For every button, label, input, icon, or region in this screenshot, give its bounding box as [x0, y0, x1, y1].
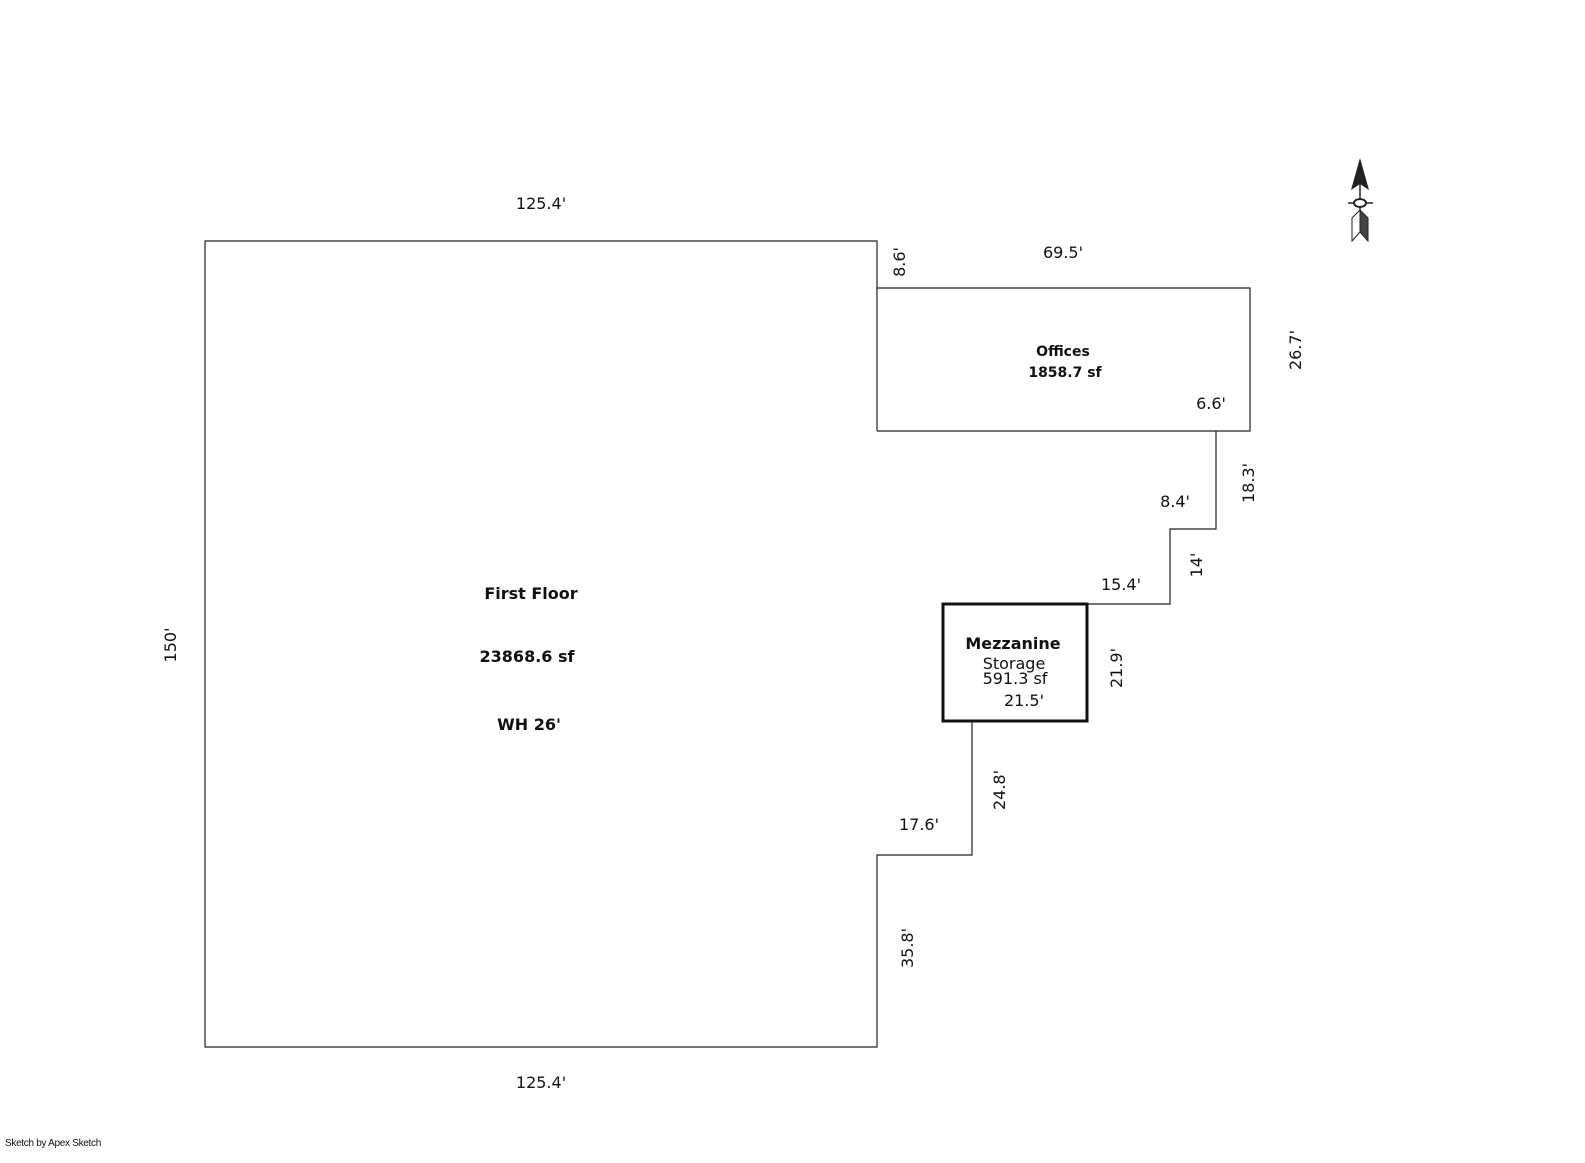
dim-bottom: 125.4' — [516, 1073, 566, 1092]
dim-offices-top: 69.5' — [1043, 243, 1083, 262]
first-floor-name: First Floor — [484, 584, 577, 603]
first-floor-area: 23868.6 sf — [480, 647, 576, 666]
dim-step-top: 8.6' — [890, 247, 909, 277]
first-floor-note: WH 26' — [497, 715, 561, 734]
dim-15-4: 15.4' — [1101, 575, 1141, 594]
offices-area: 1858.7 sf — [1028, 365, 1102, 381]
dim-mezz-height: 21.9' — [1107, 648, 1126, 688]
dim-18-3: 18.3' — [1239, 463, 1258, 503]
mezzanine-outline — [941, 602, 1089, 723]
dim-8-4: 8.4' — [1160, 492, 1190, 511]
offices-name: Offices — [1036, 344, 1090, 360]
dim-offices-notch: 6.6' — [1196, 394, 1226, 413]
dim-17-6: 17.6' — [899, 815, 939, 834]
dim-left: 150' — [161, 628, 180, 663]
dim-offices-right: 26.7' — [1286, 330, 1305, 370]
building-outline — [204, 240, 1251, 1048]
mezzanine-use: Storage — [983, 654, 1046, 673]
dim-top: 125.4' — [516, 194, 566, 213]
north-arrow-icon — [1348, 158, 1373, 243]
dim-35-8: 35.8' — [898, 928, 917, 968]
dim-mezz-width: 21.5' — [1004, 691, 1044, 710]
mezzanine-area: 591.3 sf — [983, 669, 1048, 688]
dim-24-8: 24.8' — [990, 770, 1009, 810]
mezzanine-name: Mezzanine — [965, 634, 1060, 653]
dim-14: 14' — [1187, 553, 1206, 578]
footer-credit: Sketch by Apex Sketch — [5, 1138, 101, 1149]
